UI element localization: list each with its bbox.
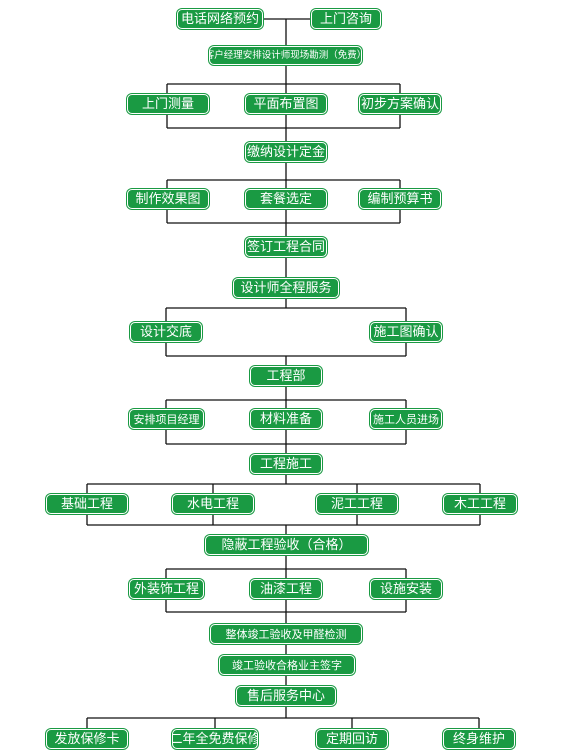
node-masonry: 泥工工程 bbox=[316, 494, 398, 514]
node-construction-drawing: 施工图确认 bbox=[370, 322, 442, 342]
node-lifetime-care: 终身维护 bbox=[443, 729, 515, 749]
node-floor-plan: 平面布置图 bbox=[245, 94, 327, 114]
node-foundation: 基础工程 bbox=[46, 494, 128, 514]
node-designer-service: 设计师全程服务 bbox=[233, 278, 339, 298]
node-onsite-consult: 上门咨询 bbox=[311, 9, 381, 29]
node-engineering-dept: 工程部 bbox=[250, 366, 322, 386]
node-concealed-accept: 隐蔽工程验收（合格） bbox=[205, 535, 368, 555]
node-assign-manager: 安排项目经理 bbox=[129, 409, 204, 429]
node-regular-visit: 定期回访 bbox=[316, 729, 388, 749]
node-prelim-confirm: 初步方案确认 bbox=[359, 94, 441, 114]
node-design-deposit: 缴纳设计定金 bbox=[245, 142, 327, 162]
node-owner-signoff: 竣工验收合格业主签字 bbox=[219, 655, 355, 675]
node-construction: 工程施工 bbox=[250, 454, 322, 474]
node-manager-arrange: 客户经理安排设计师现场勘测（免费） bbox=[209, 46, 362, 65]
node-sign-contract: 签订工程合同 bbox=[245, 237, 327, 257]
node-plumbing-electric: 水电工程 bbox=[172, 494, 254, 514]
node-material-prep: 材料准备 bbox=[250, 409, 322, 429]
node-exterior-decor: 外装饰工程 bbox=[129, 579, 204, 599]
node-phone-booking: 电话网络预约 bbox=[177, 9, 263, 29]
node-package-select: 套餐选定 bbox=[245, 189, 327, 209]
node-painting: 油漆工程 bbox=[250, 579, 322, 599]
node-render-drawing: 制作效果图 bbox=[127, 189, 209, 209]
node-after-sales: 售后服务中心 bbox=[236, 686, 336, 706]
node-crew-entry: 施工人员进场 bbox=[370, 409, 442, 429]
node-two-year-warranty: 二年全免费保修 bbox=[172, 729, 258, 749]
node-design-handover: 设计交底 bbox=[130, 322, 202, 342]
node-final-inspection: 整体竣工验收及甲醛检测 bbox=[210, 624, 362, 644]
node-onsite-measure: 上门测量 bbox=[127, 94, 209, 114]
node-fixture-install: 设施安装 bbox=[370, 579, 442, 599]
node-carpentry: 木工工程 bbox=[443, 494, 517, 514]
node-warranty-card: 发放保修卡 bbox=[46, 729, 128, 749]
node-budget-book: 编制预算书 bbox=[359, 189, 441, 209]
